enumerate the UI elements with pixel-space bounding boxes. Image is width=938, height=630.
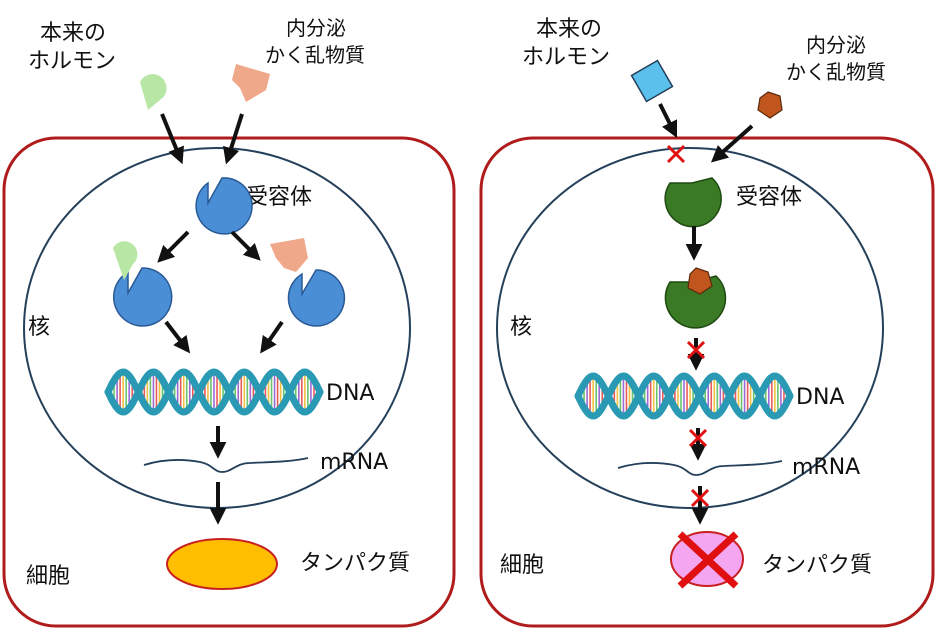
dna-icon bbox=[104, 368, 324, 416]
hormone-icon bbox=[140, 74, 167, 110]
cell-label: 細胞 bbox=[26, 564, 70, 589]
disruptor-icon bbox=[757, 91, 783, 119]
disruptor-label-line1: 内分泌 bbox=[286, 16, 346, 40]
protein-icon bbox=[166, 538, 278, 590]
arrow bbox=[230, 230, 261, 261]
hormone-icon bbox=[630, 59, 674, 103]
block-mark-icon bbox=[688, 428, 708, 448]
dna-strand bbox=[104, 368, 324, 416]
arrow bbox=[160, 113, 184, 165]
hormone-label-line1: 本来の bbox=[536, 17, 602, 42]
disruptor-label-line2: かく乱物質 bbox=[265, 43, 365, 67]
dna-label: DNA bbox=[326, 381, 374, 406]
receptor-label: 受容体 bbox=[246, 185, 312, 210]
disruptor-icon bbox=[232, 64, 270, 102]
arrow bbox=[260, 320, 284, 354]
block-mark-icon bbox=[686, 340, 706, 360]
dna-strand bbox=[574, 372, 794, 420]
block-mark-icon bbox=[666, 144, 686, 164]
protein-label: タンパク質 bbox=[762, 553, 872, 578]
disruptor-label-line1: 内分泌 bbox=[806, 33, 866, 57]
hormone-label-line1: 本来の bbox=[40, 21, 106, 46]
cell-label: 細胞 bbox=[500, 553, 544, 578]
cell-membrane bbox=[2, 136, 456, 628]
receptor-icon bbox=[195, 177, 253, 235]
disruptor-label-line2: かく乱物質 bbox=[786, 60, 886, 84]
mrna-label: mRNA bbox=[792, 455, 860, 480]
cell-membrane bbox=[479, 136, 935, 628]
panel-normal: 本来の ホルモン 内分泌 かく乱物質 受容体 核 DNA mRNA 細胞 タンパ… bbox=[2, 16, 456, 628]
mrna-strand bbox=[143, 457, 309, 473]
dna-label: DNA bbox=[796, 385, 844, 410]
receptor-disruptor-complex bbox=[270, 238, 346, 327]
hormone-label-line2: ホルモン bbox=[522, 45, 610, 70]
arrow bbox=[164, 320, 191, 354]
nucleus-label: 核 bbox=[28, 315, 50, 340]
receptor-label: 受容体 bbox=[736, 185, 802, 210]
mrna-label: mRNA bbox=[320, 450, 388, 475]
arrow bbox=[157, 230, 190, 263]
block-mark-icon bbox=[690, 488, 710, 508]
panel-disrupted: 本来の ホルモン 内分泌 かく乱物質 受容体 核 DNA mRNA 細胞 タンパ… bbox=[479, 17, 935, 628]
arrow bbox=[710, 124, 754, 163]
receptor-disruptor-complex bbox=[664, 267, 727, 329]
nucleus-label: 核 bbox=[510, 315, 532, 340]
block-mark-icon bbox=[677, 531, 739, 589]
arrow bbox=[658, 103, 678, 139]
arrow bbox=[223, 113, 244, 165]
dna-icon bbox=[574, 372, 794, 420]
receptor-icon bbox=[664, 177, 722, 228]
protein-label: タンパク質 bbox=[300, 551, 410, 576]
nucleus bbox=[496, 147, 884, 509]
dna-strand bbox=[574, 372, 794, 420]
dna-strand bbox=[104, 368, 324, 416]
mrna-strand bbox=[617, 460, 783, 476]
hormone-label-line2: ホルモン bbox=[28, 49, 116, 74]
receptor-hormone-complex bbox=[112, 241, 173, 327]
